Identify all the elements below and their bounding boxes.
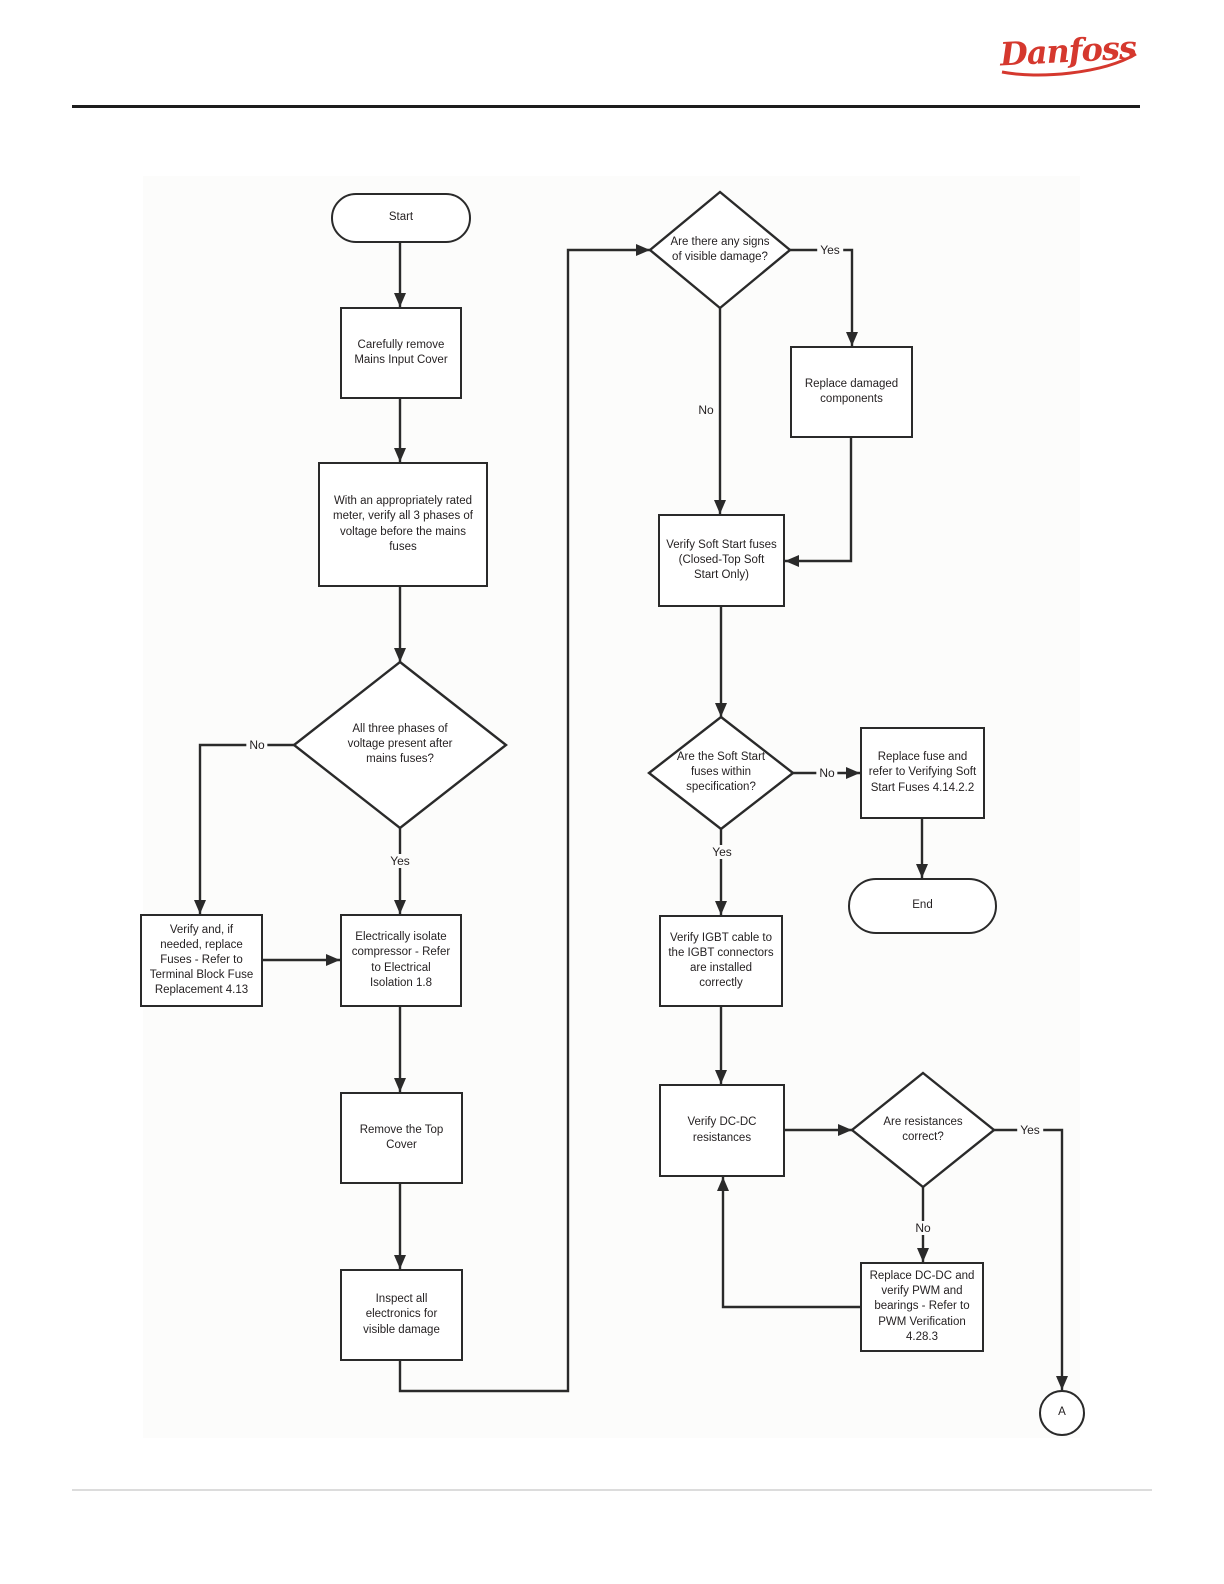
edge-inspect-to-damage	[398, 244, 650, 1393]
decision-fuses-spec-shape	[647, 715, 795, 831]
node-verify-soft-start: Verify Soft Start fuses (Closed-Top Soft…	[658, 514, 785, 607]
decision-resistances-label: Are resistances correct?	[883, 1115, 963, 1143]
node-start: Start	[331, 193, 471, 243]
decision-resistances-shape	[850, 1071, 996, 1189]
node-verify-dcdc: Verify DC-DC resistances	[659, 1084, 785, 1177]
edge-label-phases-no: No	[246, 738, 268, 752]
node-verify-igbt: Verify IGBT cable to the IGBT connectors…	[659, 915, 783, 1007]
edge-replace-damaged-to-soft-start	[785, 438, 853, 567]
node-replace-damaged: Replace damaged components	[790, 346, 913, 438]
header-rule	[72, 105, 1140, 108]
danfoss-logo: Danfoss	[998, 28, 1138, 77]
edge-replace-dcdc-feedback	[717, 1177, 860, 1309]
node-replace-terminal-fuses: Verify and, if needed, replace Fuses - R…	[140, 914, 263, 1007]
decision-phases-present-label: All three phases of voltage present afte…	[347, 723, 453, 766]
edge-label-resist-yes: Yes	[1017, 1123, 1043, 1137]
edge-label-phases-yes: Yes	[387, 854, 413, 868]
node-replace-fuse-ref: Replace fuse and refer to Verifying Soft…	[860, 727, 985, 819]
decision-fuses-spec-label: Are the Soft Start fuses within specific…	[676, 751, 766, 794]
edge-resist-yes	[994, 1128, 1068, 1390]
decision-phases-present-shape	[292, 660, 508, 830]
edge-phases-no	[194, 743, 294, 914]
node-verify-voltage: With an appropriately rated meter, verif…	[318, 462, 488, 587]
node-inspect-electronics: Inspect all electronics for visible dama…	[340, 1269, 463, 1361]
edge-label-damage-no: No	[698, 403, 714, 417]
logo-underline	[1001, 52, 1137, 77]
node-isolate-compressor: Electrically isolate compressor - Refer …	[340, 914, 462, 1007]
edge-label-damage-yes: Yes	[817, 243, 843, 257]
node-end: End	[848, 878, 997, 934]
decision-visible-damage-label: Are there any signs of visible damage?	[670, 235, 770, 263]
edge-label-spec-yes: Yes	[709, 845, 735, 859]
node-remove-top-cover: Remove the Top Cover	[340, 1092, 463, 1184]
decision-visible-damage-shape	[648, 190, 792, 310]
edge-label-resist-no: No	[912, 1221, 934, 1235]
node-replace-dcdc: Replace DC-DC and verify PWM and bearing…	[860, 1262, 984, 1352]
node-remove-mains-cover: Carefully remove Mains Input Cover	[340, 307, 462, 399]
footer-rule	[72, 1489, 1152, 1491]
logo-text: Danfoss	[998, 28, 1138, 73]
edge-label-spec-no: No	[816, 766, 838, 780]
connector-a: A	[1039, 1390, 1085, 1436]
edge-damage-yes	[790, 248, 858, 346]
